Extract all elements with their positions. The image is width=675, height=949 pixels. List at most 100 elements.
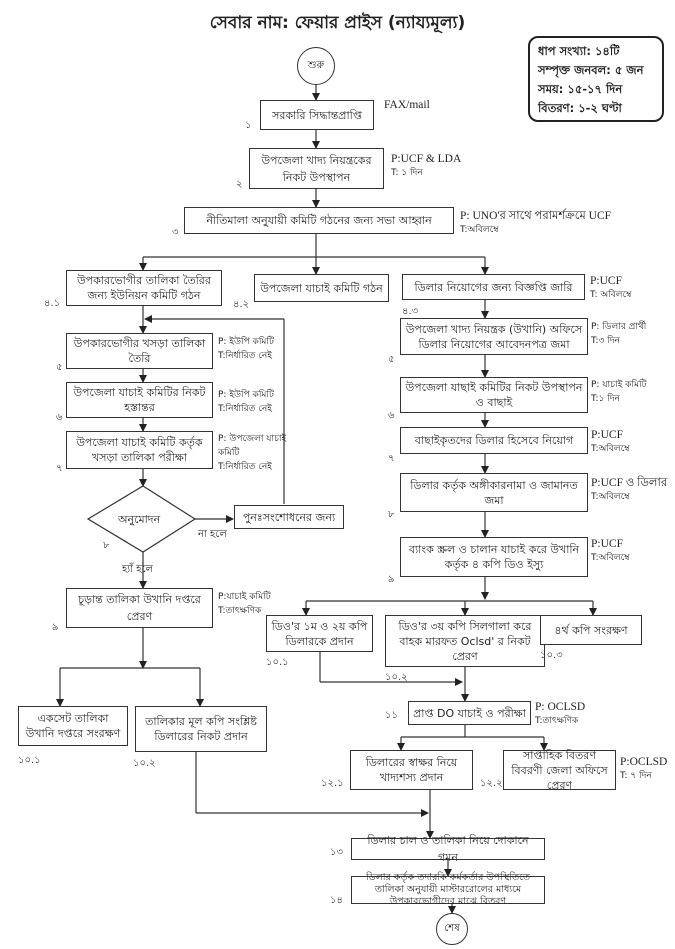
step-4-1-number: ৪.১: [44, 298, 61, 309]
right-step-6-time: T:১ দিন: [591, 394, 620, 404]
step-2-text: উপজেলা খাদ্য নিয়ন্ত্রকের নিকট উপস্থাপন: [261, 153, 372, 184]
step-1-number: ১: [245, 120, 252, 131]
left-step-10-2-number: ১০.২: [133, 758, 156, 769]
right-step-6-text: উপজেলা যাছাই কমিটির নিকট উপস্থাপন ও বাছা…: [405, 381, 583, 409]
step-2-time: T: ১ দিন: [391, 168, 423, 178]
step-12-1-box: ডিলারের স্বাক্ষর নিয়ে খাদ্যশস্য প্রদান: [350, 750, 473, 790]
right-step-9-note: P:UCF T:অবিলম্বে: [591, 537, 630, 565]
step-1-box: সরকারি সিদ্ধান্তপ্রাপ্তি: [260, 100, 374, 130]
left-step-6-number: ৬: [56, 412, 63, 423]
left-step-9-box: চূড়ান্ত তালিকা উখানি দপ্তরে প্রেরণ: [66, 588, 213, 628]
left-step-9-text: চূড়ান্ত তালিকা উখানি দপ্তরে প্রেরণ: [78, 593, 201, 623]
step-2-box: উপজেলা খাদ্য নিয়ন্ত্রকের নিকট উপস্থাপন: [249, 148, 384, 189]
right-step-7-number: ৭: [388, 453, 395, 464]
left-step-6-person: P: ইউপি কমিটি: [218, 390, 274, 400]
step-11-time: T:তাৎক্ষণিক: [535, 716, 579, 726]
right-step-7-text: বাছাইকৃতদের ডিলার হিসেবে নিয়োগ: [414, 434, 574, 447]
step-4-2-text: উপজেলা যাচাই কমিটি গঠন: [260, 281, 383, 295]
right-step-10-3-text: ৪র্থ কপি সংরক্ষণ: [554, 623, 628, 637]
end-label: শেষ: [444, 922, 460, 934]
right-step-10-1-box: ডিও'র ১ম ও ২য় কপি ডিলারকে প্রদান: [266, 615, 373, 652]
left-step-10-1-number: ১০.১: [18, 755, 41, 766]
start-label: শুরু: [307, 59, 325, 71]
left-step-5-person: P: ইউপি কমিটি: [218, 337, 274, 347]
right-step-10-2-text: ডিও'র ৩য় কপি সিলগালা করে বাহক মারফত Ocl…: [398, 619, 532, 663]
right-step-5-text: উপজেলা খাদ্য নিয়ন্ত্রক (উখানি) অফিসে ডি…: [405, 322, 583, 351]
step-11-box: প্রাপ্ত DO যাচাই ও পরীক্ষা: [408, 701, 531, 725]
step-3-text: নীতিমালা অনুযায়ী কমিটি গঠনের জন্য সভা আ…: [206, 214, 432, 227]
step-11-note: P: OCLSD T:তাৎক্ষণিক: [535, 700, 585, 728]
right-step-8-text: ডিলার কর্তৃক অঙ্গীকারনামা ও জামানত জমা: [410, 478, 578, 507]
step-14-box: ডিলার কর্তৃক তদারকি কর্মকর্তার উপস্থিতিত…: [351, 872, 545, 907]
step-12-2-box: সাপ্তাহিক বিতরণ বিবরণী জেলা অফিসে প্রেরণ: [503, 749, 616, 792]
step-3-number: ৩: [172, 227, 179, 238]
right-step-10-2-number: ১০.২: [385, 672, 408, 683]
right-step-9-time: T:অবিলম্বে: [591, 553, 630, 563]
left-step-7-text: উপজেলা যাচাই কমিটি কর্তৃক খসড়া তালিকা প…: [76, 436, 203, 464]
step-11-person: P: OCLSD: [535, 701, 586, 713]
distribution-time: বিতরণ: ১-২ ঘণ্টা: [538, 101, 622, 115]
left-step-5-number: ৫: [56, 362, 63, 373]
right-step-5-box: উপজেলা খাদ্য নিয়ন্ত্রক (উখানি) অফিসে ডি…: [400, 318, 588, 355]
step-2-number: ২: [236, 179, 243, 190]
step-11-number: ১১: [385, 710, 398, 721]
right-step-8-time: T:অবিলম্বে: [591, 492, 630, 502]
step-12-1-number: ১২.১: [321, 778, 344, 789]
step-3-person: P: UNO'র সাথে পরামর্শক্রমে UCF: [460, 210, 612, 222]
decision-diamond: [86, 485, 197, 553]
right-step-6-note: P: যাচাই কমিটি T:১ দিন: [591, 378, 646, 406]
left-step-10-1-box: একসেট তালিকা উখানি দপ্তরে সংরক্ষণ: [18, 706, 128, 746]
right-step-6-person: P: যাচাই কমিটি: [591, 380, 647, 390]
step-2-person: P:UCF & LDA: [391, 153, 462, 165]
left-step-6-note: P: ইউপি কমিটিT:নির্ধারিত নেই: [218, 388, 274, 416]
step-3-time: T:অবিলম্বে: [460, 225, 499, 235]
left-step-9-time: T:তাৎক্ষণিক: [218, 606, 262, 616]
step-4-3-text: ডিলার নিয়োগের জন্য বিজ্ঞপ্তি জারি: [414, 280, 573, 294]
end-node: শেষ: [436, 913, 468, 945]
step-14-number: ১৪: [330, 895, 343, 906]
step-12-2-number: ১২.২: [480, 778, 503, 789]
step-4-3-time: T: অবিলম্বে: [590, 290, 632, 300]
left-step-6-box: উপজেলা যাচাই কমিটির নিকট হস্তান্তর: [66, 382, 213, 418]
right-step-5-time: T:৩ দিন: [591, 336, 620, 346]
revise-text: পুনঃসংশোধনের জন্য: [242, 510, 336, 524]
left-step-10-2-text: তালিকার মূল কপি সংশ্লিষ্ট ডিলারের নিকট প…: [145, 715, 257, 743]
step-12-2-time: T: ৭ দিন: [620, 771, 652, 781]
right-step-9-box: ব্যাংক স্ক্রল ও চালান যাচাই করে উখানি কর…: [400, 537, 588, 577]
right-step-9-person: P:UCF: [591, 538, 623, 550]
step-4-2-box: উপজেলা যাচাই কমিটি গঠন: [254, 274, 389, 302]
step-4-3-person: P:UCF: [590, 275, 622, 287]
left-step-7-number: ৭: [56, 463, 63, 474]
step-1-note: FAX/mail: [384, 99, 430, 111]
right-step-8-number: ৮: [388, 509, 395, 520]
right-step-6-number: ৬: [388, 410, 395, 421]
step-11-text: প্রাপ্ত DO যাচাই ও পরীক্ষা: [413, 706, 526, 720]
left-step-5-time: T:নির্ধারিত নেই: [218, 351, 272, 361]
summary-box: ধাপ সংখ্যা: ১৪টি সম্পৃক্ত জনবল: ৫ জন সময…: [528, 36, 664, 122]
left-step-9-person: P:যাচাই কমিটি: [218, 592, 271, 602]
left-step-9-note: P:যাচাই কমিটি T:তাৎক্ষণিক: [218, 590, 271, 618]
step-14-text: ডিলার কর্তৃক তদারকি কর্মকর্তার উপস্থিতিত…: [365, 872, 531, 907]
decision-no-label: না হলে: [198, 529, 227, 540]
right-step-8-box: ডিলার কর্তৃক অঙ্গীকারনামা ও জামানত জমা: [400, 473, 588, 512]
right-step-7-person: P:UCF: [591, 429, 623, 441]
step-13-box: ডিলার চাল ও তালিকা নিয়ে দোকানে গমন: [351, 834, 545, 864]
step-1-text: সরকারি সিদ্ধান্তপ্রাপ্তি: [272, 108, 362, 122]
manpower: সম্পৃক্ত জনবল: ৫ জন: [538, 63, 644, 77]
right-step-6-box: উপজেলা যাছাই কমিটির নিকট উপস্থাপন ও বাছা…: [400, 377, 588, 413]
right-step-5-note: P: ডিলার প্রার্থীT:৩ দিন: [591, 320, 646, 348]
right-step-7-box: বাছাইকৃতদের ডিলার হিসেবে নিয়োগ: [400, 427, 588, 454]
right-step-10-3-number: ১০.৩: [540, 650, 563, 661]
step-13-number: ১৩: [330, 847, 343, 858]
left-step-7-person: P: উপজেলা যাচাই কমিটি: [218, 434, 287, 458]
left-step-7-time: T:নির্ধারিত নেই: [218, 462, 272, 472]
step-2-note: P:UCF & LDA T: ১ দিন: [391, 152, 461, 180]
step-12-1-text: ডিলারের স্বাক্ষর নিয়ে খাদ্যশস্য প্রদান: [365, 756, 458, 784]
right-step-10-2-box: ডিও'র ৩য় কপি সিলগালা করে বাহক মারফত Ocl…: [385, 615, 545, 667]
step-12-2-person: P:OCLSD: [620, 756, 668, 768]
decision-label: অনুমোদন: [118, 513, 161, 526]
left-step-5-text: উপকারভোগীর খসড়া তালিকা তৈরি: [73, 337, 206, 365]
